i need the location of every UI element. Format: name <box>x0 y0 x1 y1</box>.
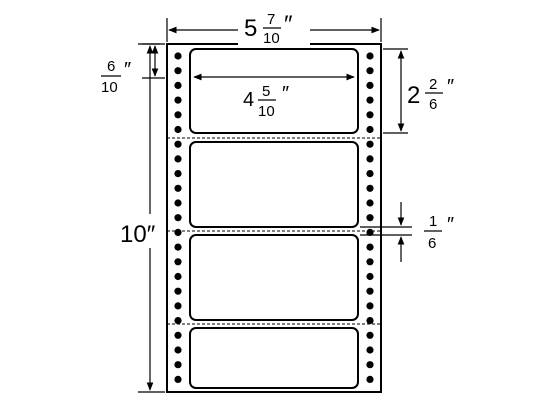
sprocket-hole <box>174 111 182 119</box>
sprocket-hole <box>174 258 182 266</box>
labels <box>189 48 359 389</box>
sprocket-holes <box>174 52 374 383</box>
sprocket-hole <box>174 361 182 369</box>
label-width-num: 5 <box>262 83 270 100</box>
label-width-whole: 4 <box>243 89 254 111</box>
label-height-den: 6 <box>429 96 437 113</box>
top-margin-num: 6 <box>107 58 115 75</box>
label-width-den: 10 <box>258 103 275 120</box>
sprocket-hole <box>366 140 374 148</box>
sprocket-hole <box>366 346 374 354</box>
sprocket-hole <box>366 214 374 222</box>
sprocket-hole <box>174 67 182 75</box>
sprocket-hole <box>174 272 182 281</box>
sprocket-hole <box>366 272 374 281</box>
sprocket-hole <box>366 302 374 310</box>
sprocket-hole <box>174 346 182 354</box>
sprocket-hole <box>366 111 374 119</box>
sprocket-hole <box>174 52 182 60</box>
label-gap-den: 6 <box>428 235 436 252</box>
sprocket-hole <box>366 243 374 251</box>
sprocket-hole <box>366 228 374 236</box>
label-width-unit: ″ <box>282 83 289 105</box>
sheet-outline <box>166 43 382 393</box>
sprocket-hole <box>174 287 182 295</box>
total-width-den: 10 <box>263 30 280 47</box>
sprocket-hole <box>366 170 374 178</box>
top-margin-dimension <box>142 43 165 79</box>
label-rect <box>189 141 359 228</box>
sprocket-hole <box>174 331 182 339</box>
sprocket-hole <box>174 243 182 251</box>
total-height-label: 10″ <box>120 221 156 248</box>
label-height-unit: ″ <box>447 76 454 98</box>
label-gap-dimension <box>360 202 412 262</box>
sprocket-hole <box>366 287 374 295</box>
sprocket-hole <box>174 199 182 207</box>
sprocket-hole <box>174 140 182 148</box>
tear-lines <box>167 137 381 325</box>
sprocket-hole <box>174 214 182 222</box>
total-width-whole: 5 <box>244 15 257 42</box>
sprocket-hole <box>366 258 374 266</box>
sprocket-hole <box>366 96 374 104</box>
sprocket-hole <box>366 317 374 325</box>
sprocket-hole <box>366 125 374 134</box>
sprocket-hole <box>174 155 182 163</box>
sprocket-hole <box>174 302 182 310</box>
sprocket-hole <box>174 317 182 325</box>
sprocket-hole <box>174 375 182 383</box>
label-height-dimension <box>383 48 408 134</box>
label-height-whole: 2 <box>407 82 420 109</box>
label-gap-num: 1 <box>429 213 437 230</box>
label-gap-unit: ″ <box>447 214 454 236</box>
sprocket-hole <box>174 184 182 192</box>
sprocket-hole <box>366 155 374 163</box>
top-margin-unit: ″ <box>124 59 131 81</box>
total-width-num: 7 <box>267 11 275 28</box>
label-rect <box>189 327 359 389</box>
top-margin-den: 10 <box>101 79 118 96</box>
sprocket-hole <box>174 170 182 178</box>
total-width-unit: ″ <box>284 11 293 38</box>
sprocket-hole <box>366 375 374 383</box>
sprocket-hole <box>174 96 182 104</box>
label-height-num: 2 <box>429 76 437 93</box>
sprocket-hole <box>366 52 374 60</box>
sprocket-hole <box>174 228 182 236</box>
sprocket-hole <box>174 81 182 89</box>
label-rect <box>189 234 359 321</box>
sprocket-hole <box>366 361 374 369</box>
label-rect <box>189 48 359 134</box>
sprocket-hole <box>366 81 374 89</box>
sprocket-hole <box>366 199 374 207</box>
sprocket-hole <box>174 125 182 134</box>
sprocket-hole <box>366 67 374 75</box>
sprocket-hole <box>366 331 374 339</box>
sprocket-hole <box>366 184 374 192</box>
